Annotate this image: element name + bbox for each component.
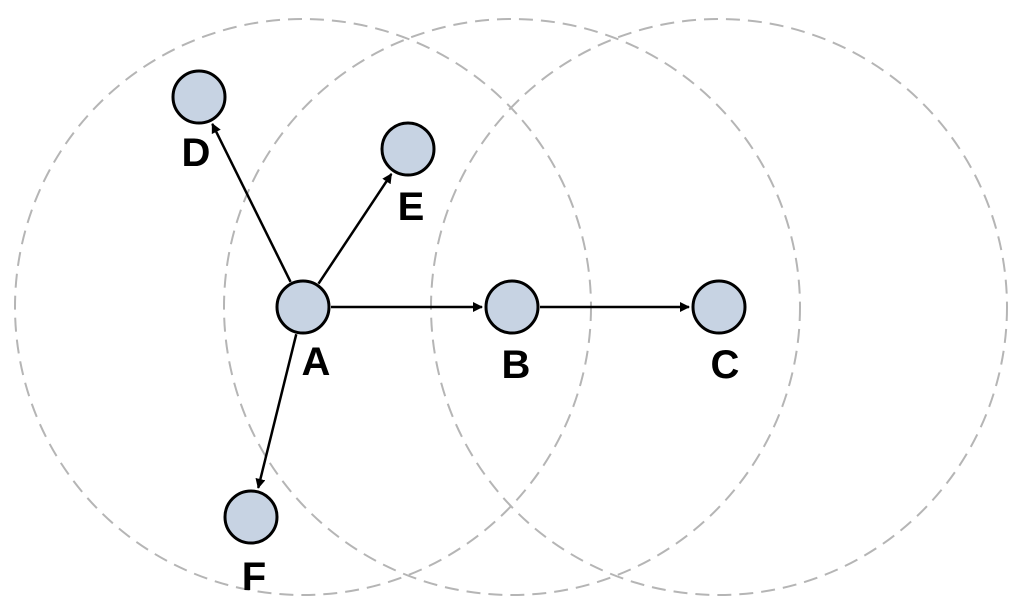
edge-a-to-e bbox=[317, 173, 393, 285]
node-label-b: B bbox=[502, 343, 531, 387]
range-circle-b bbox=[223, 18, 801, 596]
nodes-layer bbox=[171, 69, 747, 545]
node-label-a: A bbox=[302, 340, 331, 384]
node-f bbox=[223, 489, 279, 545]
edge-a-to-d bbox=[211, 122, 292, 283]
node-label-d: D bbox=[182, 131, 211, 175]
node-d bbox=[171, 69, 227, 125]
edge-a-to-f bbox=[255, 333, 298, 489]
node-b bbox=[484, 279, 540, 335]
labels-layer: A B C D E F bbox=[182, 131, 740, 599]
node-a bbox=[275, 279, 331, 335]
node-e bbox=[380, 121, 436, 177]
node-label-e: E bbox=[398, 185, 425, 229]
node-label-c: C bbox=[711, 343, 740, 387]
node-label-f: F bbox=[242, 555, 266, 599]
node-c bbox=[691, 279, 747, 335]
edges-layer bbox=[211, 122, 690, 489]
